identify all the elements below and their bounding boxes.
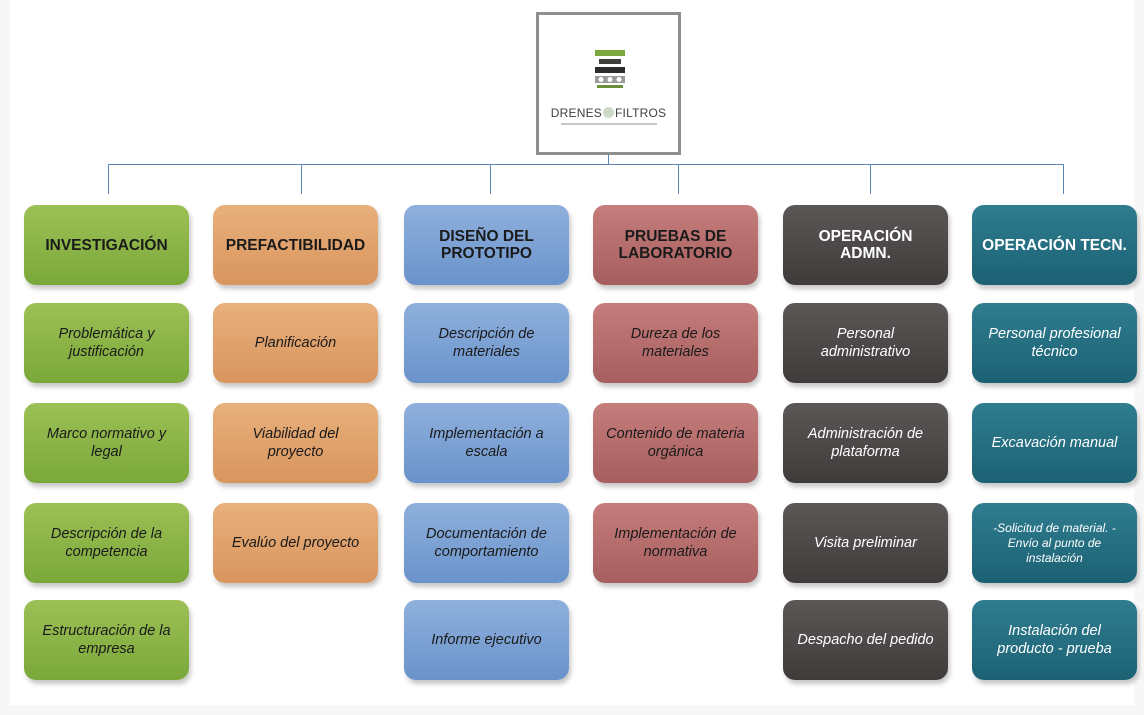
item-documentacion: Documentación de comportamiento [404, 503, 569, 583]
header-operacion-tecn: OPERACIÓN TECN. [972, 205, 1137, 285]
item-implementacion-escala: Implementación a escala [404, 403, 569, 483]
logo-brand-right: FILTROS [615, 106, 667, 120]
item-descripcion-competencia: Descripción de la competencia [24, 503, 189, 583]
item-problematica: Problemática y justificación [24, 303, 189, 383]
item-personal-tecnico: Personal profesional técnico [972, 303, 1137, 383]
item-normativa: Implementación de normativa [593, 503, 758, 583]
logo-brand-left: DRENES [550, 106, 603, 120]
header-diseno-prototipo: DISEÑO DEL PROTOTIPO [404, 205, 569, 285]
logo-circle-icon [603, 107, 615, 118]
item-despacho-pedido: Despacho del pedido [783, 600, 948, 680]
item-estructuracion-empresa: Estructuración de la empresa [24, 600, 189, 680]
logo-wordmark: DRENES FILTROS [539, 106, 678, 120]
item-evaluo: Evalúo del proyecto [213, 503, 378, 583]
item-planificacion: Planificación [213, 303, 378, 383]
connector-operacion-tecn [1063, 164, 1064, 194]
connector-operacion-admn [870, 164, 871, 194]
logo-connector [608, 154, 609, 165]
item-informe-ejecutivo: Informe ejecutivo [404, 600, 569, 680]
horizontal-connector [108, 164, 1063, 165]
item-administracion-plataforma: Administración de plataforma [783, 403, 948, 483]
item-excavacion-manual: Excavación manual [972, 403, 1137, 483]
logo-tagline-mark [561, 123, 657, 125]
connector-diseno [490, 164, 491, 194]
header-operacion-admn: OPERACIÓN ADMN. [783, 205, 948, 285]
connector-investigacion [108, 164, 109, 194]
item-instalacion-producto: Instalación del producto - prueba [972, 600, 1137, 680]
item-descripcion-materiales: Descripción de materiales [404, 303, 569, 383]
logo-icon [595, 50, 625, 88]
company-logo: DRENES FILTROS [536, 12, 681, 155]
header-investigacion: INVESTIGACIÓN [24, 205, 189, 285]
header-pruebas-laboratorio: PRUEBAS DE LABORATORIO [593, 205, 758, 285]
item-viabilidad: Viabilidad del proyecto [213, 403, 378, 483]
connector-prefactibilidad [301, 164, 302, 194]
item-visita-preliminar: Visita preliminar [783, 503, 948, 583]
item-solicitud-material: -Solicitud de material. - Envío al punto… [972, 503, 1137, 583]
item-dureza: Dureza de los materiales [593, 303, 758, 383]
item-materia-organica: Contenido de materia orgánica [593, 403, 758, 483]
item-marco-normativo: Marco normativo y legal [24, 403, 189, 483]
connector-pruebas [678, 164, 679, 194]
header-prefactibilidad: PREFACTIBILIDAD [213, 205, 378, 285]
item-personal-administrativo: Personal administrativo [783, 303, 948, 383]
